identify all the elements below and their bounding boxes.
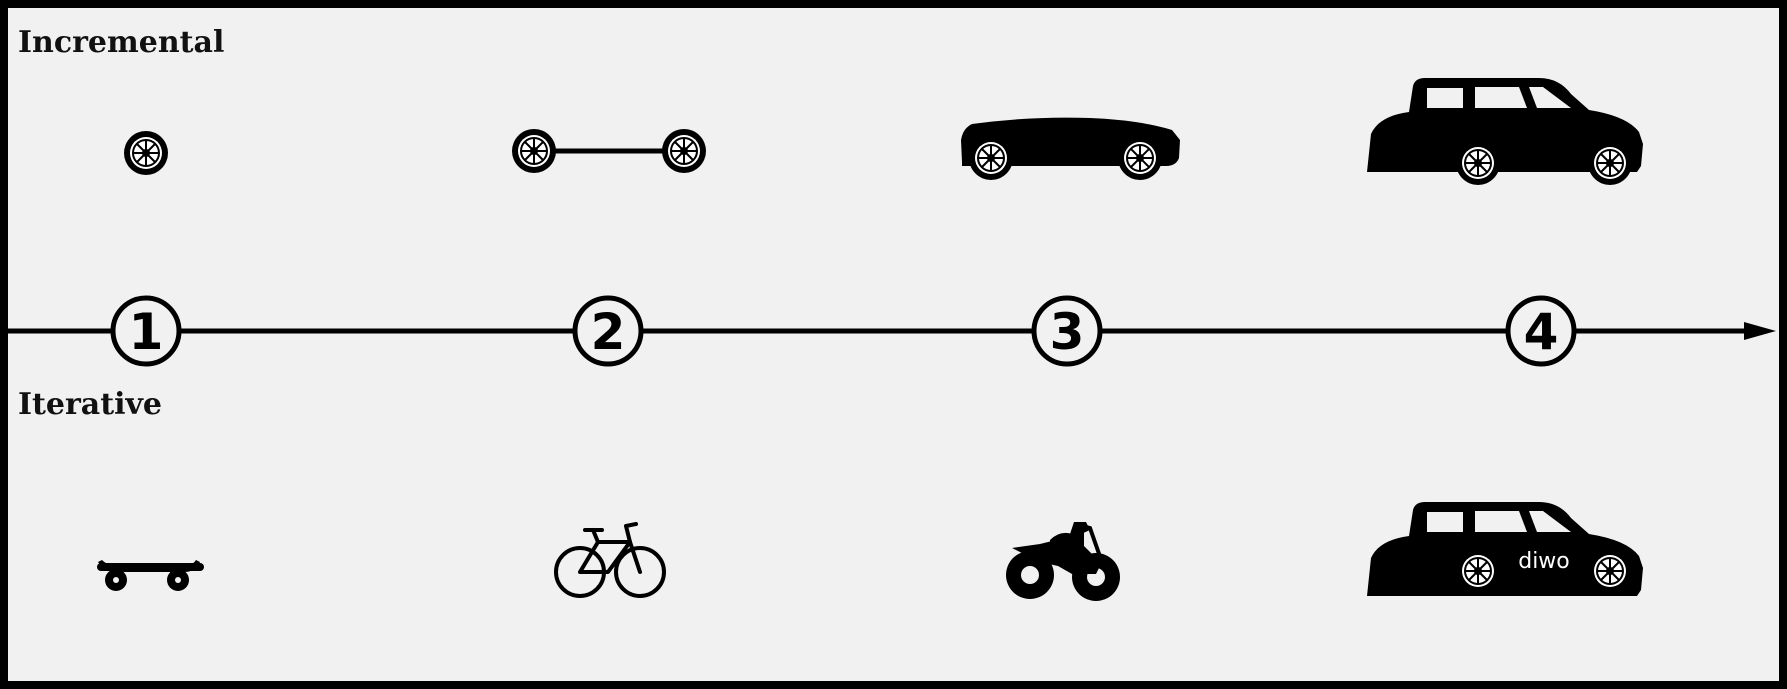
motorcycle-icon [1006, 522, 1120, 601]
step-marker-2: 2 [572, 295, 644, 367]
step-number: 1 [129, 303, 164, 361]
step-marker-3: 3 [1031, 295, 1103, 367]
step-marker-4: 4 [1505, 295, 1577, 367]
timeline-arrowhead [1744, 322, 1776, 340]
car-brand-text: diwo [1518, 549, 1570, 574]
car-body-icon [961, 117, 1180, 181]
iterative-label: Iterative [18, 387, 162, 422]
bicycle-icon [554, 522, 666, 598]
car-icon: diwo [1367, 502, 1643, 596]
step-number: 3 [1050, 303, 1085, 361]
incremental-label: Incremental [18, 25, 225, 60]
car-icon [1367, 78, 1643, 186]
step-number: 4 [1524, 303, 1559, 361]
step-marker-1: 1 [110, 295, 182, 367]
wheel-icon [123, 130, 169, 176]
skateboard-icon [97, 560, 204, 591]
step-number: 2 [591, 303, 626, 361]
wheels-on-axle-icon [511, 128, 707, 174]
